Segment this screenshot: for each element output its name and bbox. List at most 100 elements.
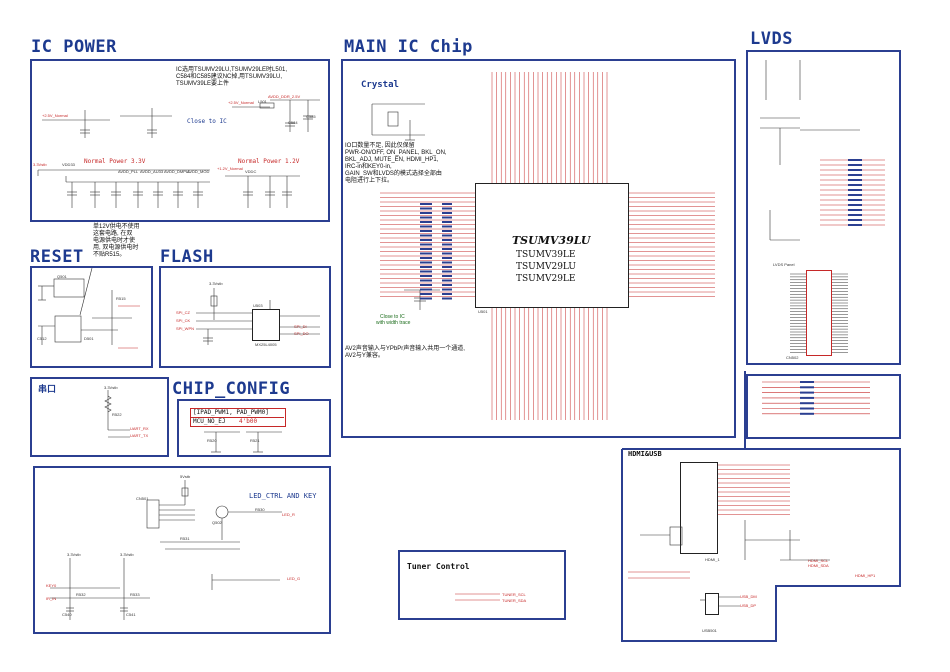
config-row-label: MCU_NO_EJ bbox=[193, 418, 226, 425]
hdmi-ref: HDMI_1 bbox=[705, 557, 720, 562]
ic-power-panel bbox=[30, 59, 330, 222]
lvds-resistor-panel bbox=[746, 374, 901, 439]
main-ic-panel bbox=[341, 59, 736, 438]
rail-label: +2.5V_Normal bbox=[42, 113, 68, 118]
part-ref: R531 bbox=[180, 536, 190, 541]
rail-label: 3.3Vstb bbox=[33, 162, 47, 167]
rail-label: +1.2V_Normal bbox=[217, 166, 243, 171]
rail-label: AVDD_DDR_2.5V bbox=[268, 94, 301, 99]
flash-chip bbox=[252, 309, 280, 341]
rail-label: AVDD_MOD bbox=[187, 169, 210, 174]
part-ref: L501 bbox=[258, 99, 267, 104]
io-note: IO口数量不足, 因此仅保留 PWR-ON/OFF, ON_PANEL, BKL… bbox=[345, 143, 447, 184]
lvds-panel bbox=[746, 50, 901, 365]
crystal-title: Crystal bbox=[361, 80, 399, 90]
hdmi-connector bbox=[680, 462, 718, 554]
tuner-panel bbox=[398, 550, 566, 620]
flash-ref: U503 bbox=[253, 303, 263, 308]
tuner-net: TUNER_SCL bbox=[502, 592, 526, 597]
normal-3v3-label: Normal Power 3.3V bbox=[84, 158, 146, 165]
flash-net: SPI_DO bbox=[294, 331, 309, 336]
led-key-title: LED_CTRL AND KEY bbox=[249, 492, 317, 500]
config-table: [IPAD_PWM1, PAD_PWM0] MCU_NO_EJ 4'b00 bbox=[190, 408, 286, 427]
chip-variant: TSUMV29LU bbox=[516, 262, 576, 272]
rail-label: VDDC bbox=[245, 169, 257, 174]
led-net: 3.3Vstb bbox=[120, 552, 134, 557]
part-ref: Q501 bbox=[57, 274, 67, 279]
led-key-panel bbox=[33, 466, 331, 634]
tuner-net: TUNER_SDA bbox=[502, 598, 527, 603]
part-ref: R532 bbox=[76, 592, 86, 597]
flash-panel bbox=[159, 266, 331, 368]
rail-label: VDD33 bbox=[62, 162, 75, 167]
flash-net: SPI_DI bbox=[294, 324, 307, 329]
rail-label: +2.5V_Normal bbox=[228, 100, 254, 105]
reset-note: 单12V供电不使用 这套电路, 在双 电源供电时才使 用, 双电源供电时 不贴R… bbox=[93, 224, 140, 258]
flash-net: SPI_CK bbox=[176, 318, 191, 323]
chip-variant: TSUMV29LE bbox=[516, 274, 576, 284]
ic-power-note: IC选用TSUMV29LU,TSUMV29LE时L501, C584和C585建… bbox=[176, 67, 288, 87]
part-ref: C512 bbox=[37, 336, 47, 341]
chip-ref: U501 bbox=[478, 309, 488, 314]
uart-net: UART_RX bbox=[130, 426, 149, 431]
uart-part: R522 bbox=[112, 412, 122, 417]
wide-trace-note: with width trace bbox=[376, 320, 411, 326]
uart-panel bbox=[30, 377, 169, 457]
usb-connector bbox=[705, 593, 719, 615]
part-ref: R520 bbox=[207, 438, 217, 443]
part-ref: Q502 bbox=[212, 520, 222, 525]
chip-config-panel bbox=[177, 399, 331, 457]
main-ic-title: MAIN IC Chip bbox=[344, 37, 473, 57]
flash-net: SPI_WPN bbox=[176, 326, 195, 331]
main-ic-chip: TSUMV39LU TSUMV39LE TSUMV29LU TSUMV29LE bbox=[475, 183, 629, 308]
rail-label: AVDD_AU33 bbox=[140, 169, 164, 174]
normal-1v2-label: Normal Power 1.2V bbox=[238, 158, 300, 165]
close-to-ic-note: Close to IC bbox=[380, 314, 405, 320]
part-ref: R521 bbox=[250, 438, 260, 443]
flash-title: FLASH bbox=[160, 247, 214, 267]
usb-net: USB_DP bbox=[740, 603, 757, 608]
config-header: [IPAD_PWM1, PAD_PWM0] bbox=[193, 409, 269, 416]
part-ref: C540 bbox=[62, 612, 72, 617]
part-ref: D501 bbox=[84, 336, 94, 341]
hdmi-usb-title: HDMI&USB bbox=[628, 450, 662, 458]
led-net: LED_G bbox=[287, 576, 301, 581]
flash-part: MX25L4005 bbox=[255, 342, 277, 347]
hdmi-net: HDMI_SCL bbox=[808, 558, 829, 563]
usb-net: USB_DM bbox=[740, 594, 757, 599]
part-ref: C541 bbox=[126, 612, 136, 617]
rail-label: AVDD_PLL bbox=[118, 169, 139, 174]
reset-title: RESET bbox=[30, 247, 84, 267]
flash-net: 3.3Vstb bbox=[209, 281, 223, 286]
chip-name: TSUMV39LU bbox=[512, 234, 591, 247]
led-net: KEY0 bbox=[46, 583, 57, 588]
led-net: 3.3Vstb bbox=[67, 552, 81, 557]
led-net: IR_IN bbox=[46, 596, 57, 601]
part-ref: R530 bbox=[255, 507, 265, 512]
lvds-connector-ref: CN502 bbox=[786, 355, 799, 360]
part-ref: R515 bbox=[116, 296, 126, 301]
part-ref: C584 bbox=[288, 120, 298, 125]
led-net: 5Vstb bbox=[180, 474, 191, 479]
part-ref: C585 bbox=[306, 114, 316, 119]
chip-variant: TSUMV39LE bbox=[516, 250, 576, 260]
audio-note: AV2声音输入与YPbPr声音输入共用一个通道, AV2与Y兼容。 bbox=[345, 346, 465, 359]
led-net: LED_R bbox=[282, 512, 295, 517]
close-to-ic-label: Close to IC bbox=[187, 118, 227, 125]
tuner-title: Tuner Control bbox=[407, 562, 470, 571]
config-row-value: 4'b00 bbox=[239, 418, 258, 425]
part-ref: CN501 bbox=[136, 496, 149, 501]
uart-title: 串口 bbox=[38, 385, 57, 395]
part-ref: R533 bbox=[130, 592, 140, 597]
ic-power-title: IC POWER bbox=[31, 37, 117, 57]
uart-net: UART_TX bbox=[130, 433, 149, 438]
